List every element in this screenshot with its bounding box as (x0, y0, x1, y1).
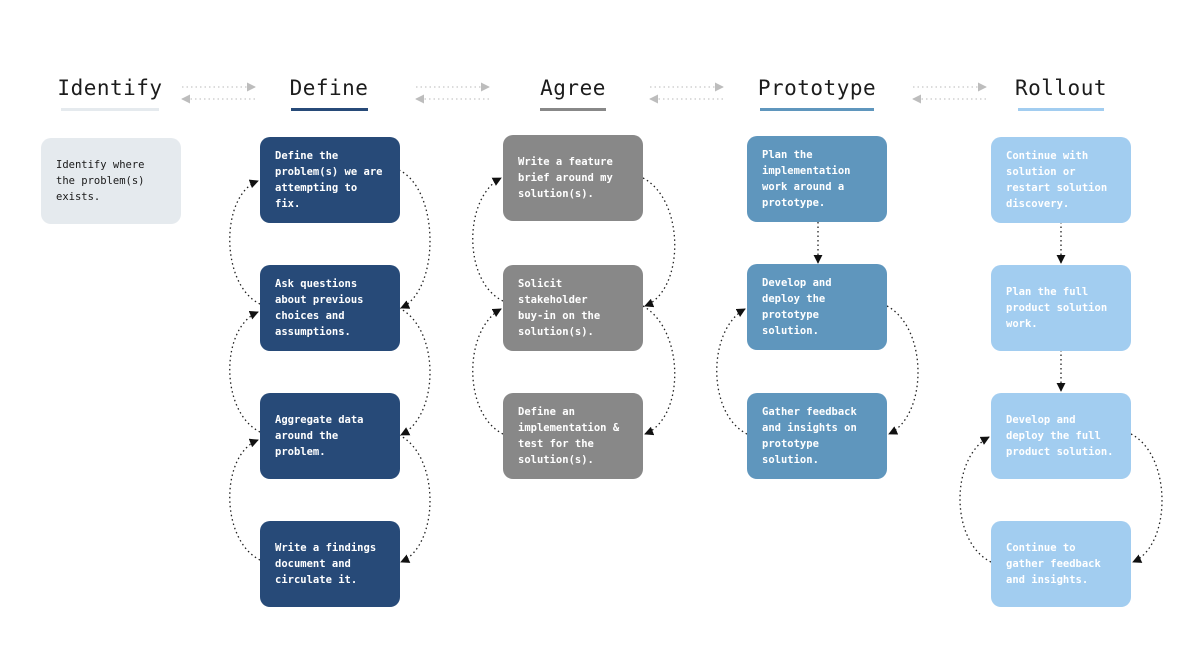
rollout-step-3: Develop and deploy the full product solu… (991, 393, 1131, 479)
agree-loop-left-1 (472, 177, 504, 302)
define-loop-left-2 (229, 311, 261, 433)
agree-loop-right-1 (642, 177, 676, 308)
prototype-step-1: Plan the implementation work around a pr… (747, 136, 887, 222)
rollout-step-4: Continue to gather feedback and insights… (991, 521, 1131, 607)
define-step-1: Define the problem(s) we are attempting … (260, 137, 400, 223)
define-loop-right-2 (398, 307, 431, 436)
agree-loop-left-2 (472, 308, 504, 435)
define-loop-left-1 (229, 179, 261, 305)
prototype-underline (760, 108, 874, 111)
stage-arrows (181, 82, 987, 104)
prototype-step-2: Develop and deploy the prototype solutio… (747, 264, 887, 350)
prototype-loop-right (886, 305, 919, 435)
agree-underline (540, 108, 606, 111)
identify-step-1: Identify where the problem(s) exists. (41, 138, 181, 224)
define-loop-right-3 (398, 434, 431, 563)
step-connectors (229, 169, 1163, 563)
define-step-3: Aggregate data around the problem. (260, 393, 400, 479)
define-step-4: Write a findings document and circulate … (260, 521, 400, 607)
identify-underline (61, 108, 159, 111)
define-loop-right-1 (398, 169, 431, 309)
define-step-2: Ask questions about previous choices and… (260, 265, 400, 351)
prototype-step-3: Gather feedback and insights on prototyp… (747, 393, 887, 479)
rollout-step-1: Continue with solution or restart soluti… (991, 137, 1131, 223)
stage-title-identify: Identify (57, 76, 163, 100)
rollout-underline (1018, 108, 1104, 111)
rollout-step-2: Plan the full product solution work. (991, 265, 1131, 351)
stage-title-rollout: Rollout (1014, 76, 1107, 100)
agree-step-1: Write a feature brief around my solution… (503, 135, 643, 221)
prototype-loop-left (716, 308, 748, 435)
rollout-loop-left (959, 436, 992, 563)
rollout-loop-right (1130, 433, 1163, 563)
stage-title-agree: Agree (540, 76, 606, 100)
agree-step-3: Define an implementation & test for the … (503, 393, 643, 479)
agree-loop-right-2 (642, 305, 676, 436)
stage-title-prototype: Prototype (757, 76, 877, 100)
stage-title-define: Define (289, 76, 369, 100)
define-loop-left-3 (229, 438, 261, 561)
agree-step-2: Solicit stakeholder buy-in on the soluti… (503, 265, 643, 351)
define-underline (291, 108, 368, 111)
